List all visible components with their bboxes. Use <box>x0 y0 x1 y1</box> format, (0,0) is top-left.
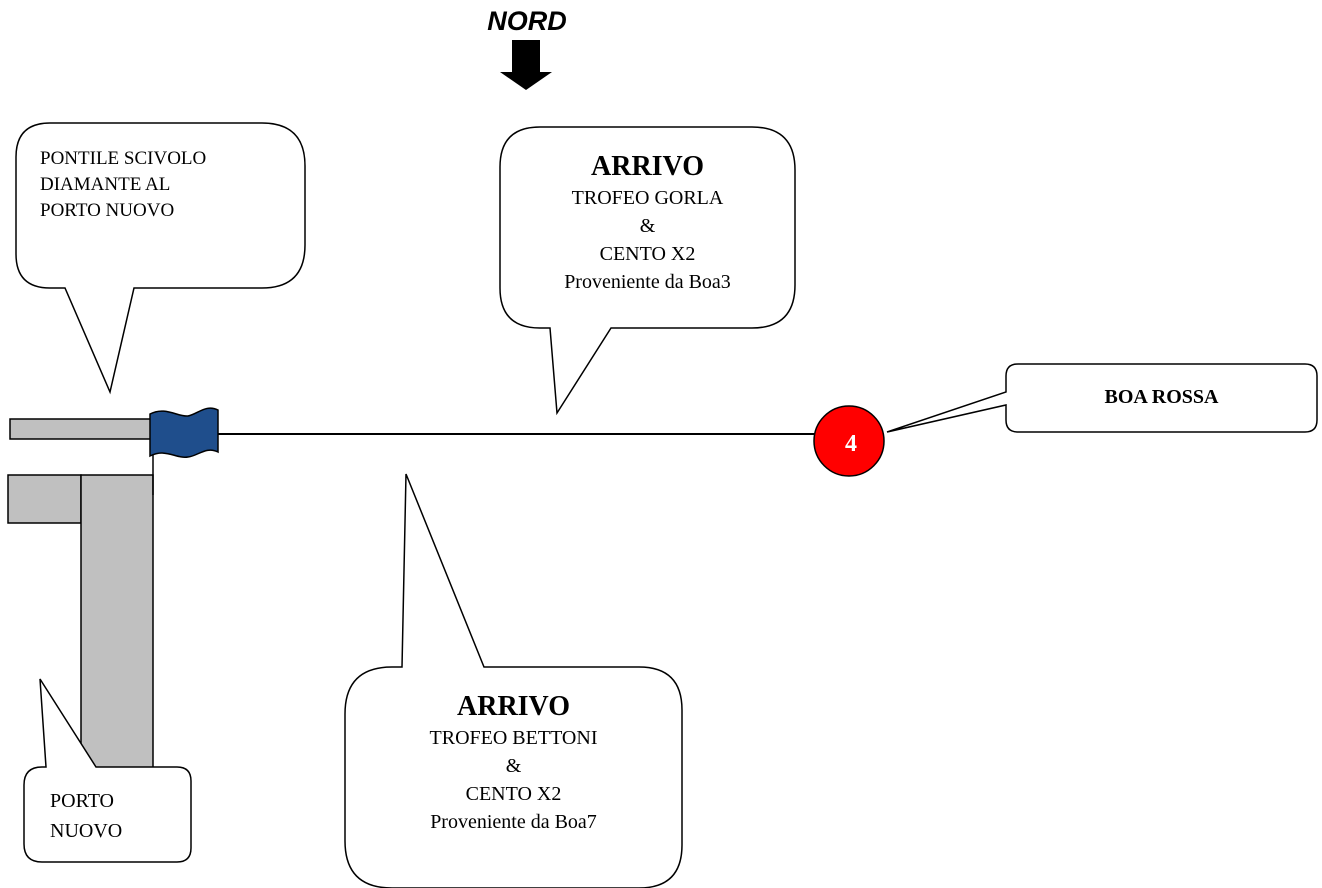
arrivo-top-line-3: CENTO X2 <box>599 243 696 265</box>
arrivo-top-text: ARRIVO TROFEO GORLA & CENTO X2 Provenien… <box>500 150 795 296</box>
callout-porto <box>23 678 192 863</box>
porto-line-2: NUOVO <box>50 820 123 842</box>
flag-icon <box>149 407 219 458</box>
arrivo-top-line-1: TROFEO GORLA <box>571 187 724 209</box>
pontile-line-3: PORTO NUOVO <box>40 200 175 221</box>
porto-block-long <box>80 474 154 774</box>
arrivo-bottom-line-4: Proveniente da Boa7 <box>430 811 597 833</box>
arrivo-bottom-line-3: CENTO X2 <box>465 783 562 805</box>
arrivo-bottom-line-2: & <box>505 755 522 777</box>
buoy-icon: 4 <box>813 405 885 477</box>
arrivo-bottom-line-1: TROFEO BETTONI <box>429 727 598 749</box>
callout-pontile <box>15 122 306 395</box>
arrivo-top-title: ARRIVO <box>591 151 704 182</box>
porto-text: PORTO NUOVO <box>50 786 185 846</box>
north-label: NORD <box>487 6 567 36</box>
pier-structure <box>7 418 154 774</box>
boa-rossa-label: BOA ROSSA <box>1104 386 1219 408</box>
arrow-down-icon <box>500 40 552 90</box>
pontile-line-1: PONTILE SCIVOLO <box>40 148 207 169</box>
pontile-text: PONTILE SCIVOLO DIAMANTE AL PORTO NUOVO <box>40 146 290 224</box>
arrivo-top-line-4: Proveniente da Boa3 <box>564 271 731 293</box>
arrivo-top-line-2: & <box>639 215 656 237</box>
callout-boa-rossa <box>886 363 1318 433</box>
pontile-arm <box>9 418 154 440</box>
arrivo-bottom-title: ARRIVO <box>457 691 570 722</box>
buoy-number: 4 <box>845 431 857 457</box>
pontile-line-2: DIAMANTE AL <box>40 174 171 195</box>
porto-line-1: PORTO <box>50 790 115 812</box>
arrivo-bottom-text: ARRIVO TROFEO BETTONI & CENTO X2 Proveni… <box>345 690 682 836</box>
callout-arrivo-top <box>499 126 796 416</box>
porto-block-small <box>7 474 82 524</box>
